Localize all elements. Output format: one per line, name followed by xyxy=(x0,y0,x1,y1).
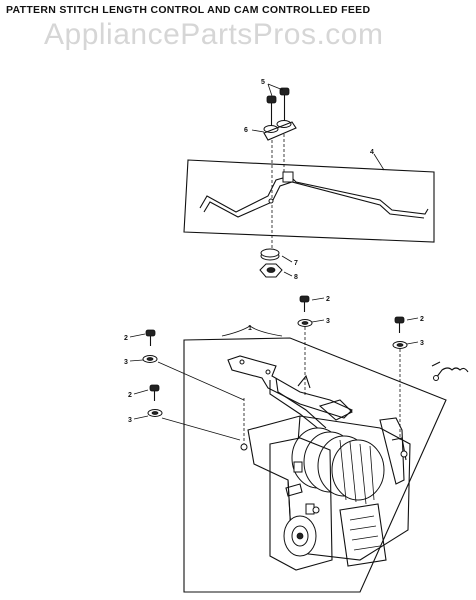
rod-4-enclosure xyxy=(183,159,435,243)
screw-5-right[interactable] xyxy=(279,87,290,122)
screw-2-top[interactable] xyxy=(299,295,310,312)
callout-5: 5 xyxy=(261,79,265,86)
callout-2-left: 2 xyxy=(124,335,128,342)
callout-leader-5 xyxy=(267,83,273,97)
screw-2-lower[interactable] xyxy=(149,384,160,401)
callout-2-lower: 2 xyxy=(128,392,132,399)
watermark: AppliancePartsPros.com xyxy=(44,18,384,51)
callout-leader-6 xyxy=(251,129,265,133)
callout-leader-8 xyxy=(283,271,293,277)
spring-part[interactable] xyxy=(431,361,469,381)
callout-leader-2-top xyxy=(311,297,325,301)
callout-leader-7 xyxy=(281,255,293,263)
washer-3-left[interactable] xyxy=(142,355,158,363)
callout-2-top: 2 xyxy=(326,296,330,303)
leader-washer-lower xyxy=(161,417,241,441)
callout-bracket-1 xyxy=(221,325,283,337)
callout-leader-2-lower xyxy=(133,389,149,395)
screw-2-left[interactable] xyxy=(145,329,156,346)
callout-leader-3-top xyxy=(311,319,325,323)
callout-6: 6 xyxy=(244,127,248,134)
washer-3-lower[interactable] xyxy=(147,409,163,417)
callout-leader-2-right xyxy=(406,317,419,321)
callout-leader-4 xyxy=(373,153,385,171)
callout-leader-5b xyxy=(267,83,284,91)
washer-3-top[interactable] xyxy=(297,319,313,327)
part-1-enclosure xyxy=(183,337,447,593)
nut-8[interactable] xyxy=(259,263,283,278)
callout-8: 8 xyxy=(294,274,298,281)
callout-3-right: 3 xyxy=(420,340,424,347)
callout-2-right: 2 xyxy=(420,316,424,323)
leader-washer-left xyxy=(157,361,245,401)
callout-3-top: 3 xyxy=(326,318,330,325)
callout-1: 1 xyxy=(248,325,252,332)
callout-leader-3-left xyxy=(129,359,144,362)
diagram-title: PATTERN STITCH LENGTH CONTROL AND CAM CO… xyxy=(6,4,371,16)
callout-leader-3-lower xyxy=(133,415,149,420)
cam-feed-mechanism[interactable] xyxy=(227,355,411,571)
washer-3-right[interactable] xyxy=(392,341,408,349)
callout-leader-2-left xyxy=(129,333,146,338)
callout-leader-3-right xyxy=(406,341,419,345)
washer-6[interactable] xyxy=(263,120,297,141)
screw-2-right[interactable] xyxy=(394,316,405,333)
callout-4: 4 xyxy=(370,149,374,156)
callout-3-lower: 3 xyxy=(128,417,132,424)
callout-3-left: 3 xyxy=(124,359,128,366)
washer-7[interactable] xyxy=(260,248,280,261)
screw-5-left[interactable] xyxy=(266,95,277,128)
callout-7: 7 xyxy=(294,260,298,267)
control-rod-4[interactable] xyxy=(199,171,429,219)
